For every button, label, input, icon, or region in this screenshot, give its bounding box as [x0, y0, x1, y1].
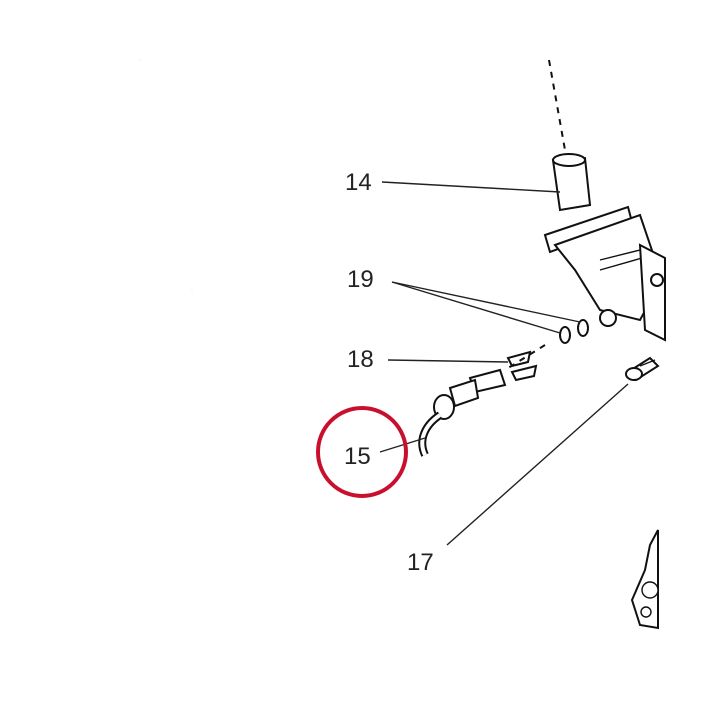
leader-19a — [391, 281, 561, 334]
hose-icon — [136, 54, 216, 291]
centerline — [548, 59, 566, 151]
leader-17 — [446, 383, 629, 546]
leader-18 — [387, 359, 509, 363]
sensor-icon — [418, 368, 507, 457]
callout-15: 15 — [344, 443, 371, 470]
leader-14 — [381, 181, 561, 193]
callout-18: 18 — [347, 346, 374, 373]
leader-15 — [379, 437, 426, 453]
highlight-circle — [316, 406, 408, 498]
o-ring-icon — [559, 319, 589, 344]
housing-partial-icon — [630, 529, 659, 630]
callout-19: 19 — [347, 266, 374, 293]
thermostat-housing-icon — [543, 153, 666, 342]
callout-17: 17 — [407, 549, 434, 576]
assembly-line — [504, 344, 546, 371]
leader-19b — [391, 281, 581, 323]
clip-icon — [506, 350, 538, 382]
callout-14: 14 — [345, 169, 372, 196]
bolt-icon — [625, 356, 660, 382]
